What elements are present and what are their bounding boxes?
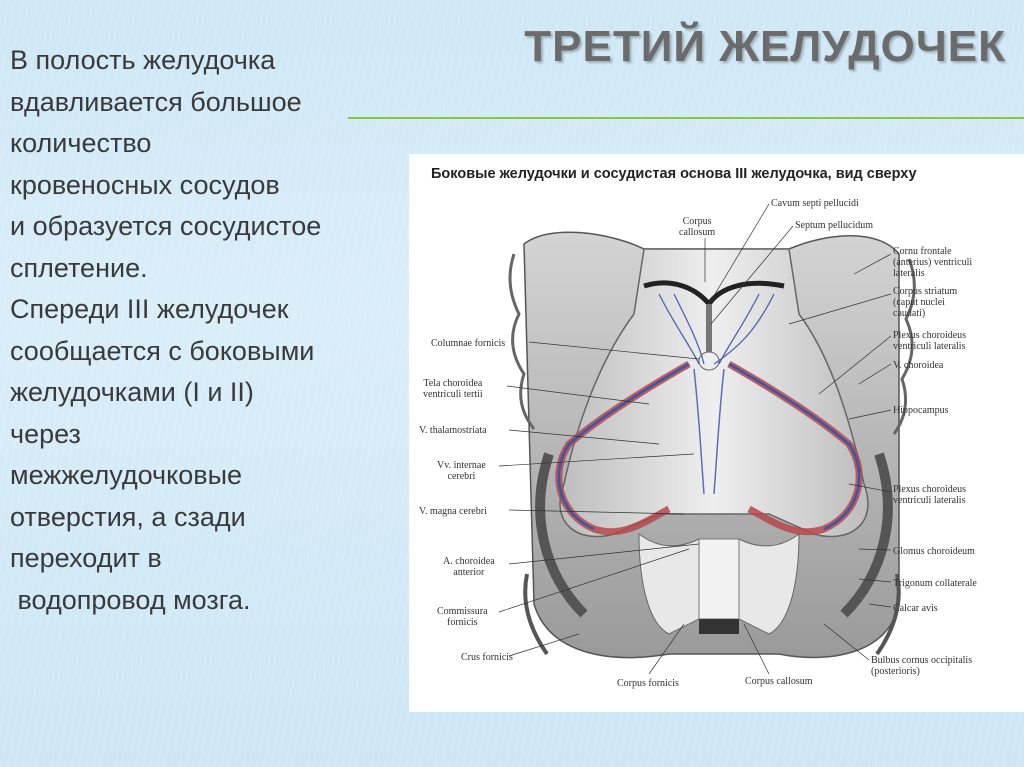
label-corpus-fornicis: Corpus fornicis	[617, 678, 679, 689]
slide-title: ТРЕТИЙ ЖЕЛУДОЧЕК	[524, 22, 1006, 71]
label-hippocampus: Hippocampus	[893, 405, 949, 416]
label-vv-internae: Vv. internae cerebri	[437, 460, 486, 482]
body-line: кровеносных сосудов	[10, 169, 280, 200]
body-line: межжелудочковые	[10, 460, 243, 490]
body-line: водопровод мозга.	[10, 584, 251, 615]
label-tela-choroidea: Tela choroidea ventriculi tertii	[423, 378, 483, 400]
label-corpus-striatum: Corpus striatum (caput nuclei caudati)	[893, 286, 958, 319]
body-line: сплетение.	[10, 252, 148, 283]
label-bulbus: Bulbus cornus occipitalis (posterioris)	[871, 655, 973, 677]
body-line: переходит в	[10, 543, 162, 573]
label-corpus-callosum-top: Corpus callosum	[679, 216, 716, 238]
body-line: Спереди III желудочек	[10, 294, 289, 324]
label-trigonum: Trigonum collaterale	[893, 578, 977, 589]
label-plexus-lateral-upper: Plexus choroideus ventriculi lateralis	[893, 330, 967, 352]
label-crus-fornicis: Crus fornicis	[461, 652, 513, 663]
label-v-thalamostriata: V. thalamostriata	[419, 425, 487, 436]
body-line: количество	[10, 128, 152, 158]
label-glomus: Glomus choroideum	[893, 546, 975, 557]
body-line: и образуется сосудистое	[10, 211, 322, 241]
body-line: желудочками (I и II)	[10, 377, 254, 407]
leader-lines	[498, 203, 892, 675]
label-calcar-avis: Calcar avis	[893, 603, 938, 614]
body-line: сообщается с боковыми	[10, 335, 315, 366]
figure-caption: Боковые желудочки и сосудистая основа II…	[431, 166, 917, 182]
label-plexus-lateral-lower: Plexus choroideus ventriculi lateralis	[893, 484, 967, 506]
brain-illustration	[508, 231, 916, 659]
label-commissura: Commissura fornicis	[437, 606, 488, 628]
body-line: отверстия, а сзади	[10, 501, 246, 532]
label-v-magna: V. magna cerebri	[419, 506, 487, 517]
label-a-choroidea: A. choroidea anterior	[443, 556, 495, 578]
label-septum: Septum pellucidum	[795, 220, 874, 231]
label-corpus-callosum-bottom: Corpus callosum	[745, 676, 813, 687]
label-cornu-frontale: Cornu frontale (anterius) ventriculi lat…	[893, 246, 973, 279]
body-line: В полость желудочка	[10, 45, 276, 75]
title-divider	[348, 117, 1024, 119]
anatomy-figure: Боковые желудочки и сосудистая основа II…	[409, 154, 1024, 712]
body-text: В полость желудочка вдавливается большое…	[10, 40, 390, 621]
label-cavum-septi: Cavum septi pellucidi	[771, 198, 859, 209]
label-columnae-fornicis: Columnae fornicis	[431, 338, 506, 349]
label-v-choroidea: V. choroidea	[893, 360, 944, 371]
body-line: вдавливается большое	[10, 86, 302, 117]
body-line: через	[10, 418, 81, 449]
